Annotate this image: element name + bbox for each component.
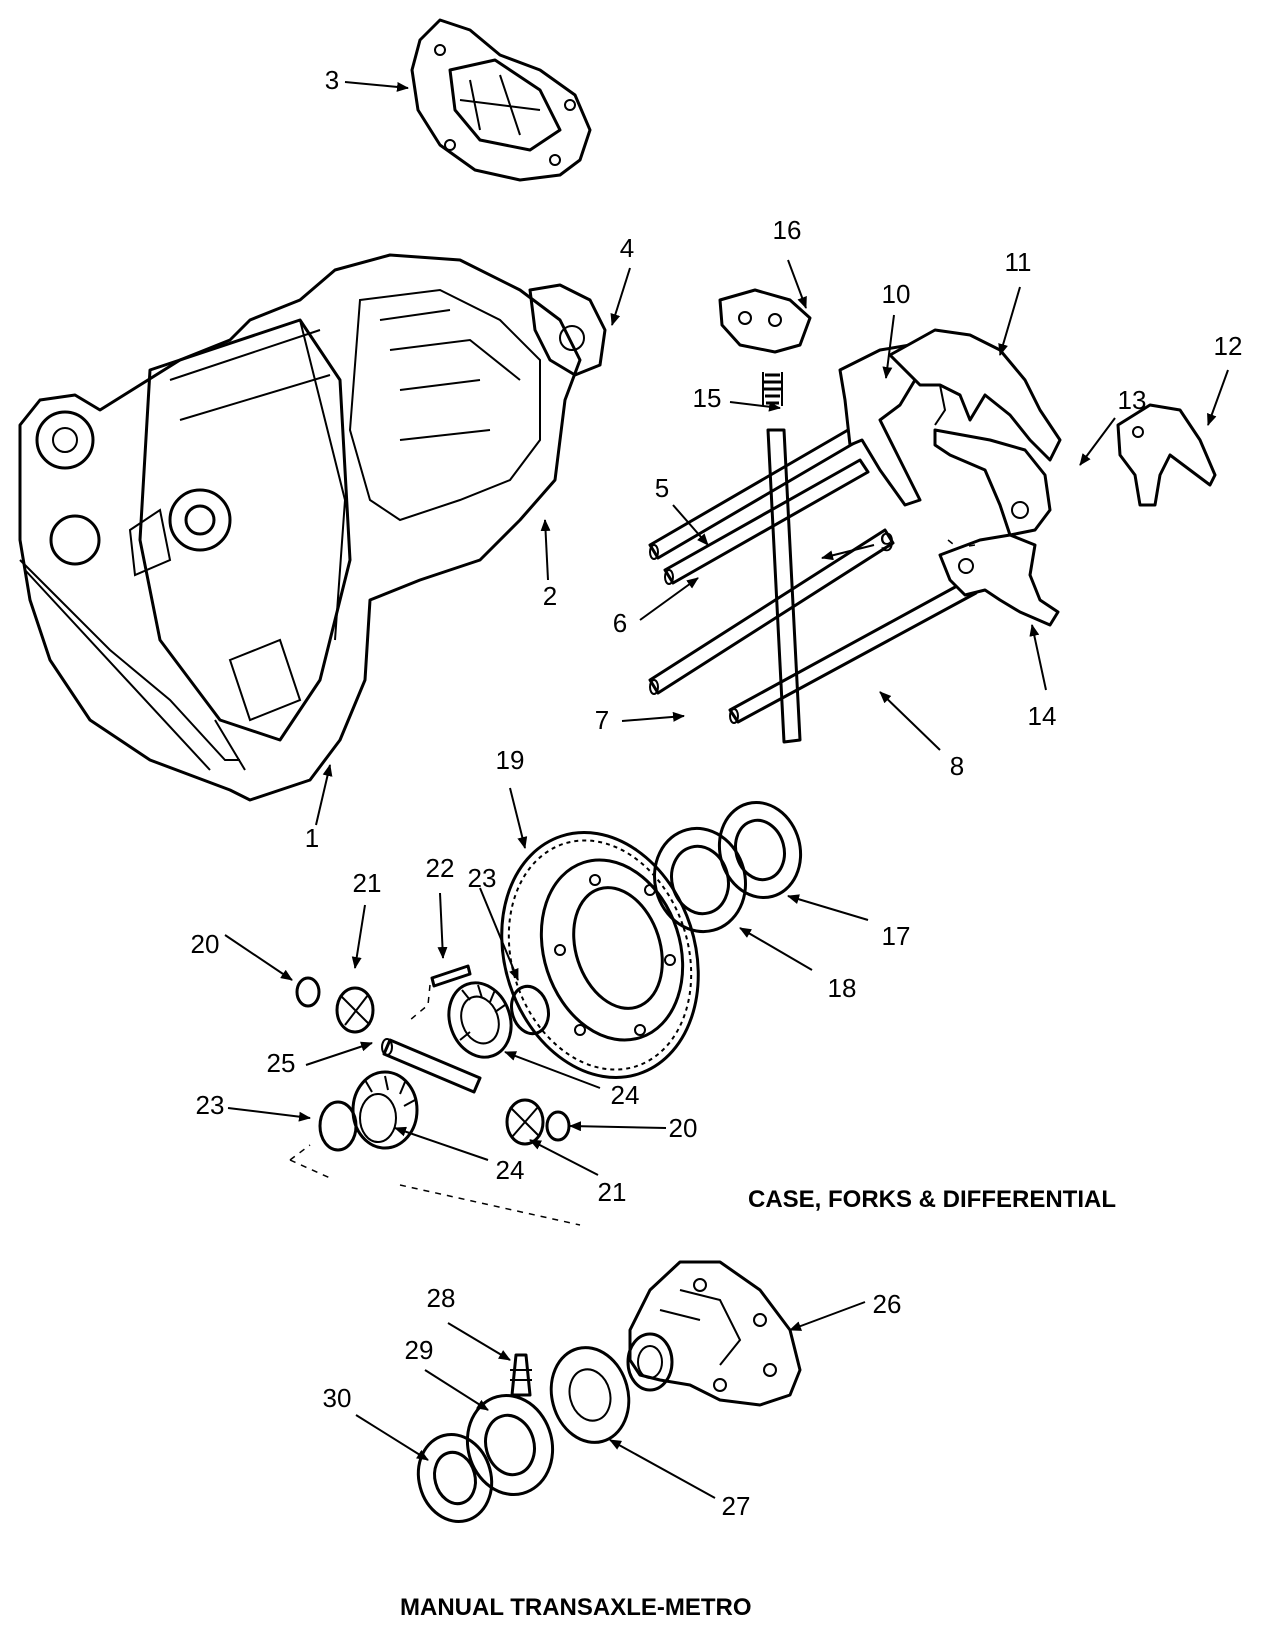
part-28-drive-gear [510, 1353, 532, 1397]
callout-2: 2 [543, 581, 557, 611]
alignment-line-22-25 [409, 984, 431, 1021]
callout-14: 14 [1028, 701, 1057, 731]
part-21-pinion-lower [505, 1098, 545, 1146]
callout-29: 29 [405, 1335, 434, 1365]
callout-labels: 3 1 2 4 5 6 7 8 9 10 11 12 13 14 15 16 1… [191, 65, 1243, 1521]
callout-22: 22 [426, 853, 455, 883]
callout-7: 7 [595, 705, 609, 735]
part-11-fork [888, 328, 1062, 462]
callout-4: 4 [620, 233, 634, 263]
part-24-side-gear-upper [447, 981, 513, 1059]
part-26-differential-case [626, 1260, 802, 1407]
callout-26: 26 [873, 1289, 902, 1319]
part-29-bearing [465, 1393, 555, 1497]
part-15-spring [762, 372, 783, 406]
part-30-oil-seal [416, 1432, 494, 1524]
part-24-side-gear-lower [351, 1070, 419, 1150]
alignment-line-lower [289, 1144, 581, 1226]
part-20-washer-upper [295, 976, 321, 1008]
callout-20-upper: 20 [191, 929, 220, 959]
section-caption: CASE, FORKS & DIFFERENTIAL [748, 1186, 1116, 1213]
diagram-title: MANUAL TRANSAXLE-METRO [400, 1594, 752, 1621]
callout-30: 30 [323, 1383, 352, 1413]
callout-15: 15 [693, 383, 722, 413]
callout-12: 12 [1214, 331, 1243, 361]
leader-lines [224, 81, 1229, 1499]
part-23-washer-upper [510, 984, 550, 1036]
shift-rails [648, 428, 978, 724]
callout-27: 27 [722, 1491, 751, 1521]
part-13-fork [933, 428, 1052, 537]
callout-19: 19 [496, 745, 525, 775]
callout-13: 13 [1118, 385, 1147, 415]
callout-28: 28 [427, 1283, 456, 1313]
part-14-fork [938, 533, 1060, 627]
callout-1: 1 [305, 823, 319, 853]
callout-23-lower: 23 [196, 1090, 225, 1120]
part-20-washer-lower [545, 1110, 571, 1142]
callout-11: 11 [1005, 247, 1032, 277]
part-21-pinion-upper [335, 986, 375, 1034]
part-25-pinion-shaft [381, 1038, 482, 1094]
part-17-oil-seal [717, 800, 803, 900]
callout-21-upper: 21 [353, 868, 382, 898]
callout-9: 9 [880, 527, 894, 557]
callout-16: 16 [773, 215, 802, 245]
callout-3: 3 [325, 65, 339, 95]
callout-17: 17 [882, 921, 911, 951]
part-23-washer-lower [318, 1100, 358, 1152]
part-16-interlock [718, 288, 812, 354]
part-22-pin [430, 964, 472, 988]
callout-24-upper: 24 [611, 1080, 640, 1110]
part-27-washer [549, 1346, 631, 1444]
callout-5: 5 [655, 473, 669, 503]
part-4-gasket [528, 283, 607, 377]
part-3-cover-gasket [410, 18, 592, 182]
callout-24-lower: 24 [496, 1155, 525, 1185]
callout-21-lower: 21 [598, 1177, 627, 1207]
callout-10: 10 [882, 279, 911, 309]
part-9-shaft [766, 428, 802, 744]
callout-20-lower: 20 [669, 1113, 698, 1143]
callout-25: 25 [267, 1048, 296, 1078]
alignment-line-13-14 [947, 539, 976, 549]
part-18-bearing [652, 826, 748, 934]
callout-6: 6 [613, 608, 627, 638]
callout-18: 18 [828, 973, 857, 1003]
part-19-ring-gear [500, 831, 700, 1079]
callout-8: 8 [950, 751, 964, 781]
callout-23-upper: 23 [468, 863, 497, 893]
part-1-2-transaxle-case [18, 253, 582, 802]
part-12-fork [1116, 403, 1217, 507]
